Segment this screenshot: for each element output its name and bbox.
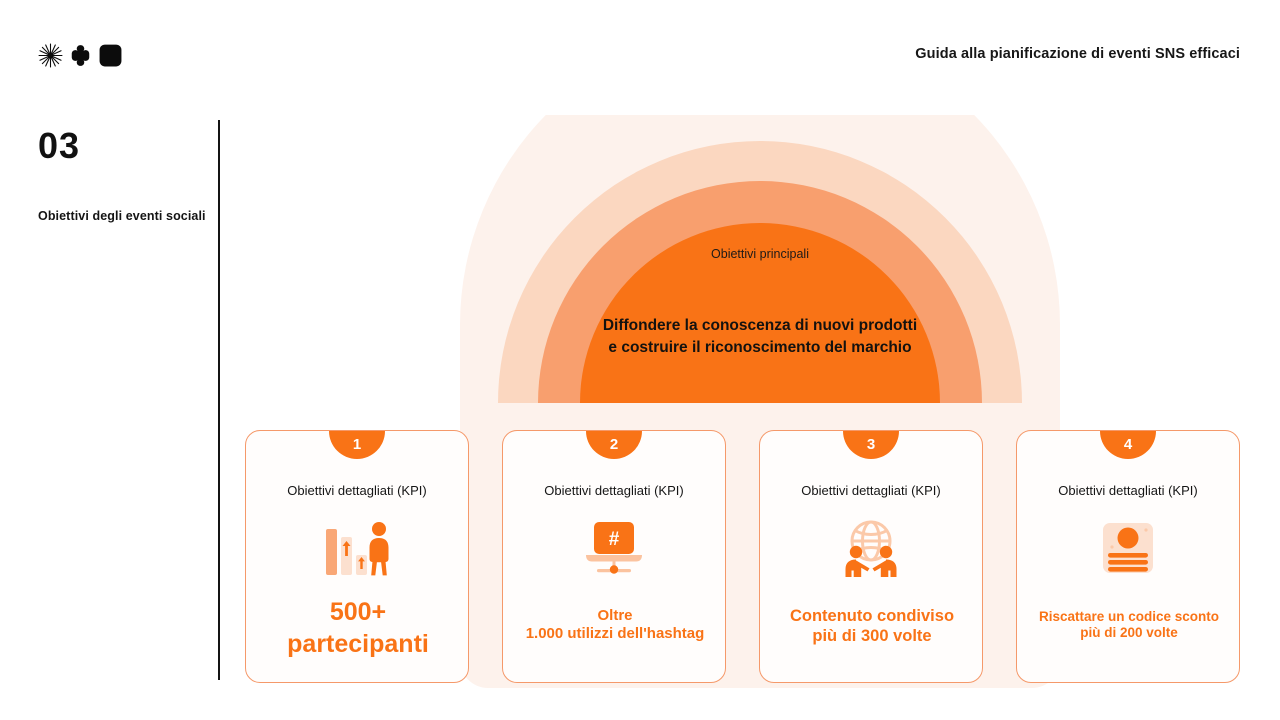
card-value-2: Oltre 1.000 utilizzi dell'hashtag bbox=[511, 607, 719, 644]
card-kpi-label-1: Obiettivi dettagliati (KPI) bbox=[287, 483, 427, 498]
card-badge-4: 4 bbox=[1100, 431, 1156, 459]
card-value-1: 500+ partecipanti bbox=[254, 596, 462, 660]
brand-logo bbox=[38, 43, 123, 68]
section-label: Obiettivi degli eventi sociali bbox=[38, 209, 206, 223]
arc-headline-line-1: Diffondere la conoscenza di nuovi prodot… bbox=[602, 317, 918, 334]
clover-icon bbox=[68, 43, 93, 68]
card-badge-3: 3 bbox=[843, 431, 899, 459]
card-value-2-line-2: 1.000 utilizzi dell'hashtag bbox=[525, 625, 705, 643]
laptop-hashtag-icon: # bbox=[575, 516, 653, 582]
card-value-3-line-2: più di 300 volte bbox=[812, 627, 932, 646]
kpi-card-4[interactable]: 4 Obiettivi dettagliati (KPI) Riscattare… bbox=[1016, 430, 1240, 683]
section-divider-line bbox=[218, 120, 220, 680]
discount-coupon-icon bbox=[1089, 516, 1167, 582]
card-value-4-line-2: più di 200 volte bbox=[1080, 625, 1178, 641]
arc-caption: Obiettivi principali bbox=[711, 247, 809, 261]
bar-chart-growth-person-icon bbox=[318, 516, 396, 582]
card-kpi-label-3: Obiettivi dettagliati (KPI) bbox=[801, 483, 941, 498]
globe-handshake-icon bbox=[832, 516, 910, 582]
card-badge-1: 1 bbox=[329, 431, 385, 459]
kpi-card-2[interactable]: 2 Obiettivi dettagliati (KPI) # Oltre 1.… bbox=[502, 430, 726, 683]
kpi-card-row: 1 Obiettivi dettagliati (KPI) 500+ parte… bbox=[245, 430, 1240, 685]
card-kpi-label-2: Obiettivi dettagliati (KPI) bbox=[544, 483, 684, 498]
arc-band-1 bbox=[580, 223, 940, 403]
arc-headline-line-2: e costruire il riconoscimento del marchi… bbox=[608, 339, 912, 357]
svg-text:#: # bbox=[609, 529, 620, 550]
card-value-3-line-1: Contenuto condiviso bbox=[789, 607, 955, 625]
page-header: Guida alla pianificazione di eventi SNS … bbox=[0, 0, 1280, 110]
card-value-1-line-1: 500+ bbox=[329, 598, 387, 626]
card-value-2-line-1: Oltre bbox=[597, 607, 633, 624]
rounded-square-icon bbox=[98, 43, 123, 68]
card-value-4: Riscattare un codice sconto più di 200 v… bbox=[1025, 609, 1233, 642]
card-kpi-label-4: Obiettivi dettagliati (KPI) bbox=[1058, 483, 1198, 498]
page-title: Guida alla pianificazione di eventi SNS … bbox=[915, 46, 1240, 62]
section-number: 03 bbox=[38, 125, 81, 166]
card-badge-2: 2 bbox=[586, 431, 642, 459]
kpi-card-1[interactable]: 1 Obiettivi dettagliati (KPI) 500+ parte… bbox=[245, 430, 469, 683]
card-value-4-line-1: Riscattare un codice sconto bbox=[1038, 609, 1220, 624]
card-value-3: Contenuto condiviso più di 300 volte bbox=[768, 606, 976, 646]
kpi-card-3[interactable]: 3 Obiettivi dettagliati (KPI) Contenuto … bbox=[759, 430, 983, 683]
starburst-icon bbox=[38, 43, 63, 68]
arc-headline: Diffondere la conoscenza di nuovi prodot… bbox=[450, 315, 1070, 360]
card-value-1-line-2: partecipanti bbox=[287, 630, 429, 658]
